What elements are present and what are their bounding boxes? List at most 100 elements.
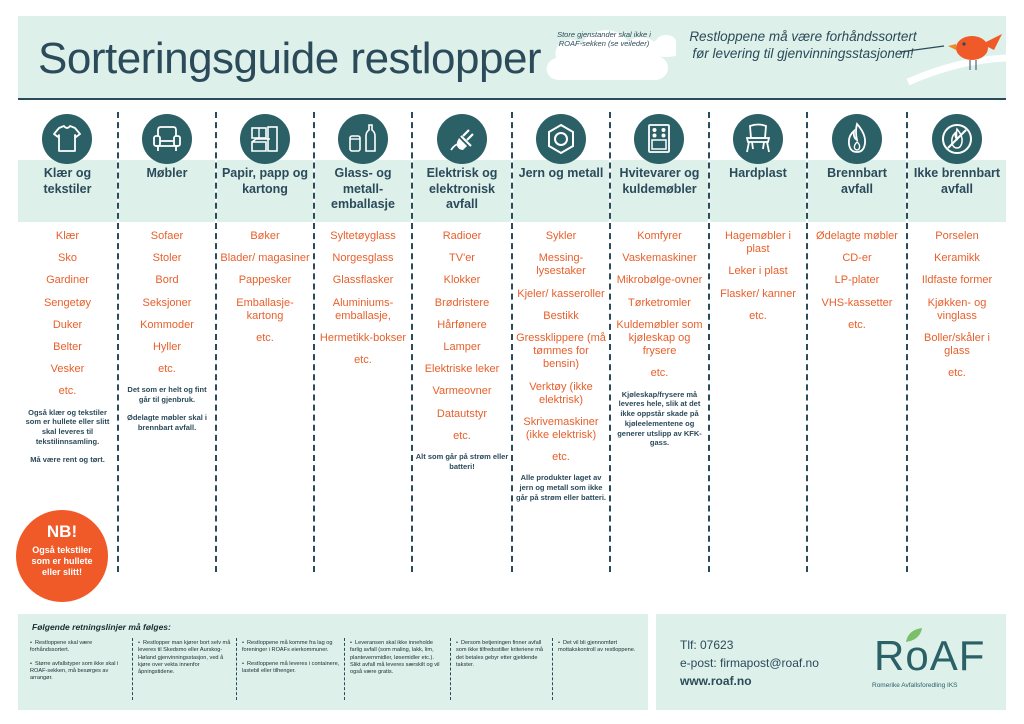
list-item: Mikrobølge-ovner <box>616 274 703 287</box>
list-item: Boller/skåler i glass <box>923 331 991 358</box>
guideline-item: Leveransen skal ikke inneholde farlig av… <box>350 640 446 676</box>
category-band <box>513 160 609 222</box>
guideline-group: Det vil bli gjennomført mottakskontroll … <box>558 640 642 661</box>
list-item: Seksjoner <box>142 296 192 309</box>
category-title: Klær og tekstiler <box>43 166 92 196</box>
page-title: Sorteringsguide restlopper <box>38 34 542 83</box>
roaf-subtitle: Romerike Avfallsforedling IKS <box>872 682 958 689</box>
list-item: Ødelagte møbler <box>816 230 898 242</box>
guideline-divider <box>552 638 553 700</box>
list-item: Vesker <box>50 363 85 376</box>
guidelines-heading: Følgende retningslinjer må følges: <box>32 622 171 632</box>
item-list: Radioer TV'er Klokker Brødristere Hårføn… <box>415 230 509 479</box>
leaf-icon <box>906 628 922 642</box>
contact-email[interactable]: e-post: firmapost@roaf.no <box>680 656 819 670</box>
category-band <box>611 160 708 222</box>
item-list: Hagemøbler i plast Leker i plast Flasker… <box>712 230 804 332</box>
category-title: Hvitevarer og kuldemøbler <box>619 166 700 196</box>
plug-icon <box>437 114 487 164</box>
contact-website[interactable]: www.roaf.no <box>680 674 752 688</box>
list-item: Bestikk <box>543 309 579 322</box>
list-item: Aluminiums-emballasje, <box>332 296 394 322</box>
column-note: Alle produkter laget av jern og metall s… <box>515 473 607 502</box>
nut-icon <box>536 114 586 164</box>
column-divider <box>313 112 315 572</box>
list-item: Hyller <box>152 340 182 353</box>
guideline-group: Restloppene må komme fra lag og forening… <box>242 640 340 681</box>
header-divider <box>18 98 1006 100</box>
list-item: Duker <box>52 318 83 331</box>
contact-panel: Tlf: 07623 e-post: firmapost@roaf.no www… <box>656 614 1006 710</box>
column-note: Alt som går på strøm eller batteri! <box>415 451 509 471</box>
category-band <box>908 160 1006 222</box>
category-column-hvitevarer: Hvitevarer og kuldemøbler Komfyrer Vaske… <box>611 110 708 572</box>
item-list: Sofaer Stoler Bord Seksjoner Kommoder Hy… <box>121 230 213 440</box>
list-item: Norgesglass <box>332 252 394 265</box>
column-divider <box>411 112 413 572</box>
list-item: etc. <box>552 451 570 464</box>
category-column-glass: Glass- og metall-emballasje Syltetøyglas… <box>315 110 411 572</box>
flame-icon <box>832 114 882 164</box>
item-list: Sykler Messing-lysestaker Kjeler/ kasser… <box>515 230 607 511</box>
list-item: Blader/ magasiner <box>220 252 310 265</box>
list-item: Stoler <box>152 252 182 265</box>
list-item: Kjøkken- og vinglass <box>927 296 987 322</box>
list-item: etc. <box>58 385 77 398</box>
category-band <box>18 160 117 222</box>
paper-icon <box>240 114 290 164</box>
list-item: TV'er <box>449 252 475 265</box>
guideline-group: Restloppene skal være forhåndssortert. S… <box>30 640 128 688</box>
category-column-jern: Jern og metall Sykler Messing-lysestaker… <box>513 110 609 572</box>
list-item: Kuldemøbler som kjøleskap og frysere <box>616 318 703 358</box>
category-title: Papir, papp og kartong <box>221 166 309 196</box>
list-item: Messing-lysestaker <box>536 252 586 278</box>
list-item: etc. <box>749 309 767 322</box>
list-item: Syltetøyglass <box>330 230 396 242</box>
column-divider <box>511 112 513 572</box>
list-item: Kommoder <box>140 318 194 331</box>
item-list: Komfyrer Vaskemaskiner Mikrobølge-ovner … <box>613 230 706 456</box>
list-item: etc. <box>158 363 176 376</box>
nb-title: NB! <box>46 522 78 541</box>
list-item: Sofaer <box>150 230 184 242</box>
category-band <box>413 160 511 222</box>
category-column-elektrisk: Elektrisk og elektronisk avfall Radioer … <box>413 110 511 572</box>
guideline-group: Restlopper man kjører bort selv må lever… <box>138 640 232 682</box>
list-item: Emballasje-kartong <box>236 296 294 322</box>
list-item: Vaskemaskiner <box>622 252 697 265</box>
column-divider <box>806 112 808 572</box>
bird-icon <box>899 34 1007 86</box>
list-item: Gressklippere (må tømmes for bensin) <box>516 331 606 371</box>
category-band <box>710 160 806 222</box>
guideline-item: Dersom betjeningen finner avfall som ikk… <box>456 640 548 669</box>
bottles-icon <box>338 114 388 164</box>
list-item: Klær <box>55 230 80 242</box>
list-item: etc. <box>453 429 471 442</box>
list-item: Belter <box>53 340 82 353</box>
guideline-item: Det vil bli gjennomført mottakskontroll … <box>558 640 642 655</box>
list-item: Lamper <box>443 340 481 353</box>
list-item: etc. <box>948 367 966 380</box>
header-band: Sorteringsguide restlopper Store gjensta… <box>18 16 1007 98</box>
no-flame-icon <box>932 114 982 164</box>
guideline-divider <box>132 638 133 700</box>
column-divider <box>215 112 217 572</box>
list-item: Sko <box>58 252 77 265</box>
column-divider <box>708 112 710 572</box>
category-column-hardplast: Hardplast Hagemøbler i plast Leker i pla… <box>710 110 806 572</box>
category-band <box>808 160 906 222</box>
list-item: etc. <box>848 318 866 331</box>
list-item: Hermetikk-bokser <box>319 331 407 344</box>
guideline-group: Leveransen skal ikke inneholde farlig av… <box>350 640 446 682</box>
column-divider <box>609 112 611 572</box>
list-item: Elektriske leker <box>424 363 500 376</box>
category-column-brennbart: Brennbart avfall Ødelagte møbler CD-er L… <box>808 110 906 572</box>
list-item: etc. <box>256 331 274 344</box>
list-item: Hagemøbler i plast <box>724 230 792 256</box>
list-item: Ildfaste former <box>921 274 993 287</box>
column-divider <box>117 112 119 572</box>
category-column-mobler: Møbler Sofaer Stoler Bord Seksjoner Komm… <box>119 110 215 572</box>
list-item: Datautstyr <box>436 407 488 420</box>
list-item: Sykler <box>545 230 577 242</box>
list-item: Varmeovner <box>432 385 492 398</box>
